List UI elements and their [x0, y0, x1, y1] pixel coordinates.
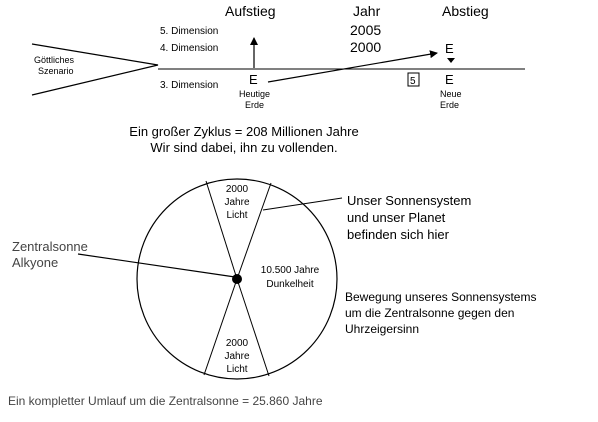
- solar-system-label-line1: Unser Sonnensystem: [347, 193, 471, 208]
- top-segment-line1: 2000: [226, 184, 249, 195]
- movement-label-line2: um die Zentralsonne gegen den: [345, 306, 514, 320]
- scenario-label-line2: Szenario: [38, 66, 74, 76]
- movement-label-line1: Bewegung unseres Sonnensystems: [345, 290, 536, 304]
- top-segment-line2: Jahre: [224, 197, 249, 208]
- heutige-label: Heutige: [239, 89, 270, 99]
- zyklus-line1: Ein großer Zyklus = 208 Millionen Jahre: [129, 124, 358, 139]
- solar-system-pointer: [262, 197, 343, 211]
- neue-label: Neue: [440, 89, 462, 99]
- scenario-label-line1: Göttliches: [34, 55, 75, 65]
- bottom-segment-line1: 2000: [226, 338, 249, 349]
- bottom-segment-line2: Jahre: [224, 351, 249, 362]
- sector-line-top-right: [236, 182, 272, 280]
- sector-line-bottom-right: [236, 278, 270, 377]
- boxed-number-label: 5: [410, 76, 416, 87]
- central-sun-pointer: [77, 253, 236, 278]
- jahr-label: Jahr: [353, 3, 381, 19]
- down-triangle-icon: [447, 58, 455, 63]
- central-sun-label-line2: Alkyone: [12, 255, 58, 270]
- solar-system-label-line3: befinden sich hier: [347, 227, 450, 242]
- dimension-3-label: 3. Dimension: [160, 80, 218, 91]
- darkness-line2: Dunkelheit: [266, 279, 313, 290]
- dimension-4-label: 4. Dimension: [160, 43, 218, 54]
- footer-caption: Ein kompletter Umlauf um die Zentralsonn…: [8, 394, 323, 408]
- sector-line-bottom-left: [203, 278, 238, 376]
- timeline-diagram: Aufstieg Jahr Abstieg 2005 2000 5. Dimen…: [31, 3, 525, 155]
- solar-system-label-line2: und unser Planet: [347, 210, 446, 225]
- abstieg-label: Abstieg: [442, 3, 489, 19]
- year-2005-label: 2005: [350, 22, 381, 38]
- dimension-5-label: 5. Dimension: [160, 26, 218, 37]
- divine-scenario-wedge: [31, 43, 159, 96]
- central-sun-dot: [232, 274, 242, 284]
- sector-line-top-left: [205, 180, 238, 280]
- earth-e-upper: E: [445, 41, 454, 56]
- central-sun-label-line1: Zentralsonne: [12, 239, 88, 254]
- earth-e-right: E: [445, 72, 454, 87]
- darkness-line1: 10.500 Jahre: [261, 265, 320, 276]
- top-segment-line3: Licht: [226, 210, 247, 221]
- movement-label-line3: Uhrzeigersinn: [345, 322, 419, 336]
- erde-left-label: Erde: [245, 100, 264, 110]
- zyklus-line2: Wir sind dabei, ihn zu vollenden.: [150, 140, 337, 155]
- year-2000-label: 2000: [350, 39, 381, 55]
- boxed-number: [407, 72, 420, 87]
- erde-right-label: Erde: [440, 100, 459, 110]
- aufstieg-label: Aufstieg: [225, 3, 276, 19]
- orbit-circle: [136, 178, 338, 380]
- bottom-segment-line3: Licht: [226, 364, 247, 375]
- orbit-circle-diagram: 2000 Jahre Licht 2000 Jahre Licht 10.500…: [12, 178, 536, 380]
- earth-e-left: E: [249, 72, 258, 87]
- transition-arrow: [267, 50, 438, 83]
